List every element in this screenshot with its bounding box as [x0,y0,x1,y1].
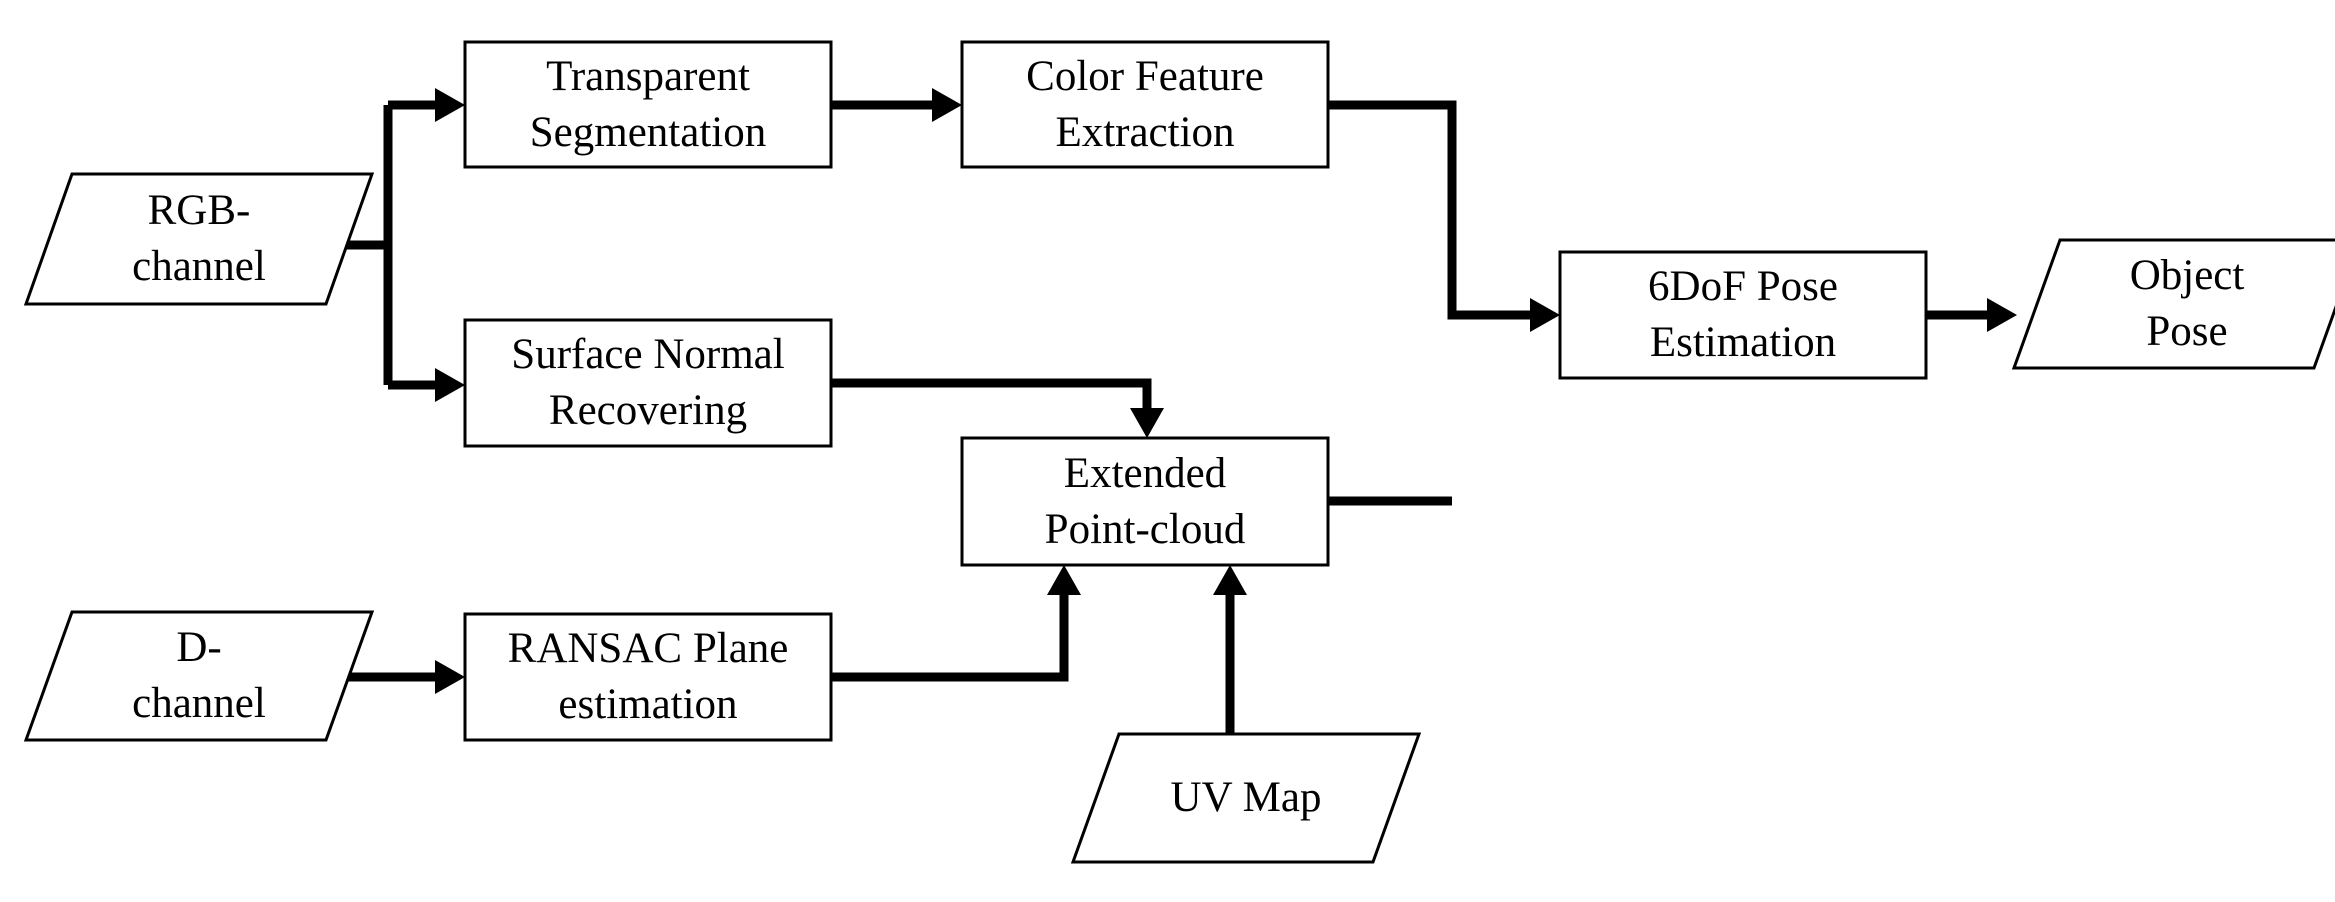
edge-transparent-segmentation-to-color-feature-arrowhead [932,88,962,122]
edge-d-channel-to-ransac-arrowhead [435,660,465,694]
edge-6dof-to-object-pose-arrowhead [1987,298,2017,332]
edge-surface-normal-to-extended-point-cloud-arrowhead [1130,408,1164,438]
edge-surface-normal-to-extended-point-cloud [831,378,1152,421]
edge-color-feature-to-6dof [1328,100,1543,320]
transparent-segmentation-node[interactable] [463,40,833,169]
surface-normal-recovering-node[interactable] [463,318,833,448]
edge-rgb-to-surface-normal-arrowhead [435,368,465,402]
rgb-channel-node[interactable] [23,172,375,306]
uv-map-node[interactable] [1070,732,1422,864]
edge-ransac-to-extended-point-cloud [831,582,1069,682]
edge-rgb-to-transparent-segmentation-arrowhead [435,88,465,122]
edge-ransac-to-extended-point-cloud-arrowhead [1047,565,1081,595]
edge-uv-map-to-extended-point-cloud-arrowhead [1213,565,1247,595]
color-feature-extraction-node[interactable] [960,40,1330,169]
edge-color-feature-to-6dof-arrowhead [1530,298,1560,332]
object-pose-node[interactable] [2011,238,2335,370]
d-channel-node[interactable] [23,610,375,742]
6dof-pose-estimation-node[interactable] [1558,250,1928,380]
extended-point-cloud-node[interactable] [960,436,1330,567]
ransac-plane-estimation-node[interactable] [463,612,833,742]
